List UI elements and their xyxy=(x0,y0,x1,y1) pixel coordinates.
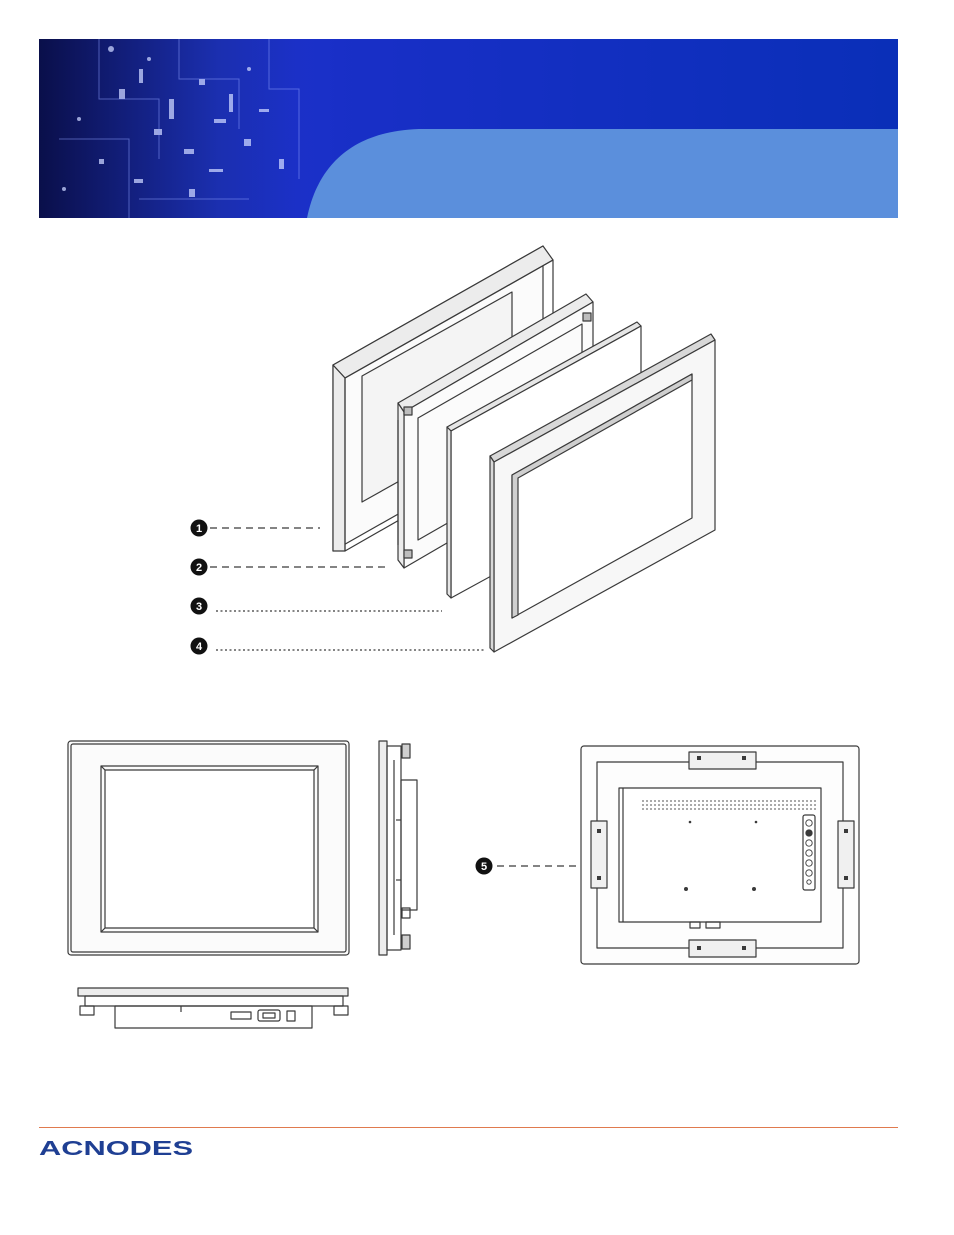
exploded-view xyxy=(333,246,715,652)
callout-2: 2 xyxy=(191,559,208,576)
callout-1: 1 xyxy=(191,520,208,537)
callout-4-number: 4 xyxy=(196,641,203,653)
acnodes-logo: ACNODES xyxy=(39,1134,199,1165)
footer-divider xyxy=(39,1127,898,1128)
callout-3: 3 xyxy=(191,598,208,615)
front-view xyxy=(68,741,349,955)
callout-5-number: 5 xyxy=(481,861,487,873)
rear-view xyxy=(581,746,859,964)
logo-text: ACNODES xyxy=(39,1138,193,1160)
side-view xyxy=(379,741,417,955)
logo-wordmark: ACNODES xyxy=(39,1134,199,1160)
callout-1-number: 1 xyxy=(196,523,202,535)
callout-4: 4 xyxy=(191,638,208,655)
bottom-view xyxy=(78,988,348,1028)
callout-5: 5 xyxy=(476,858,493,875)
callout-3-number: 3 xyxy=(196,601,202,613)
product-drawings: 1 2 3 4 5 xyxy=(0,0,954,1120)
callout-2-number: 2 xyxy=(196,562,202,574)
